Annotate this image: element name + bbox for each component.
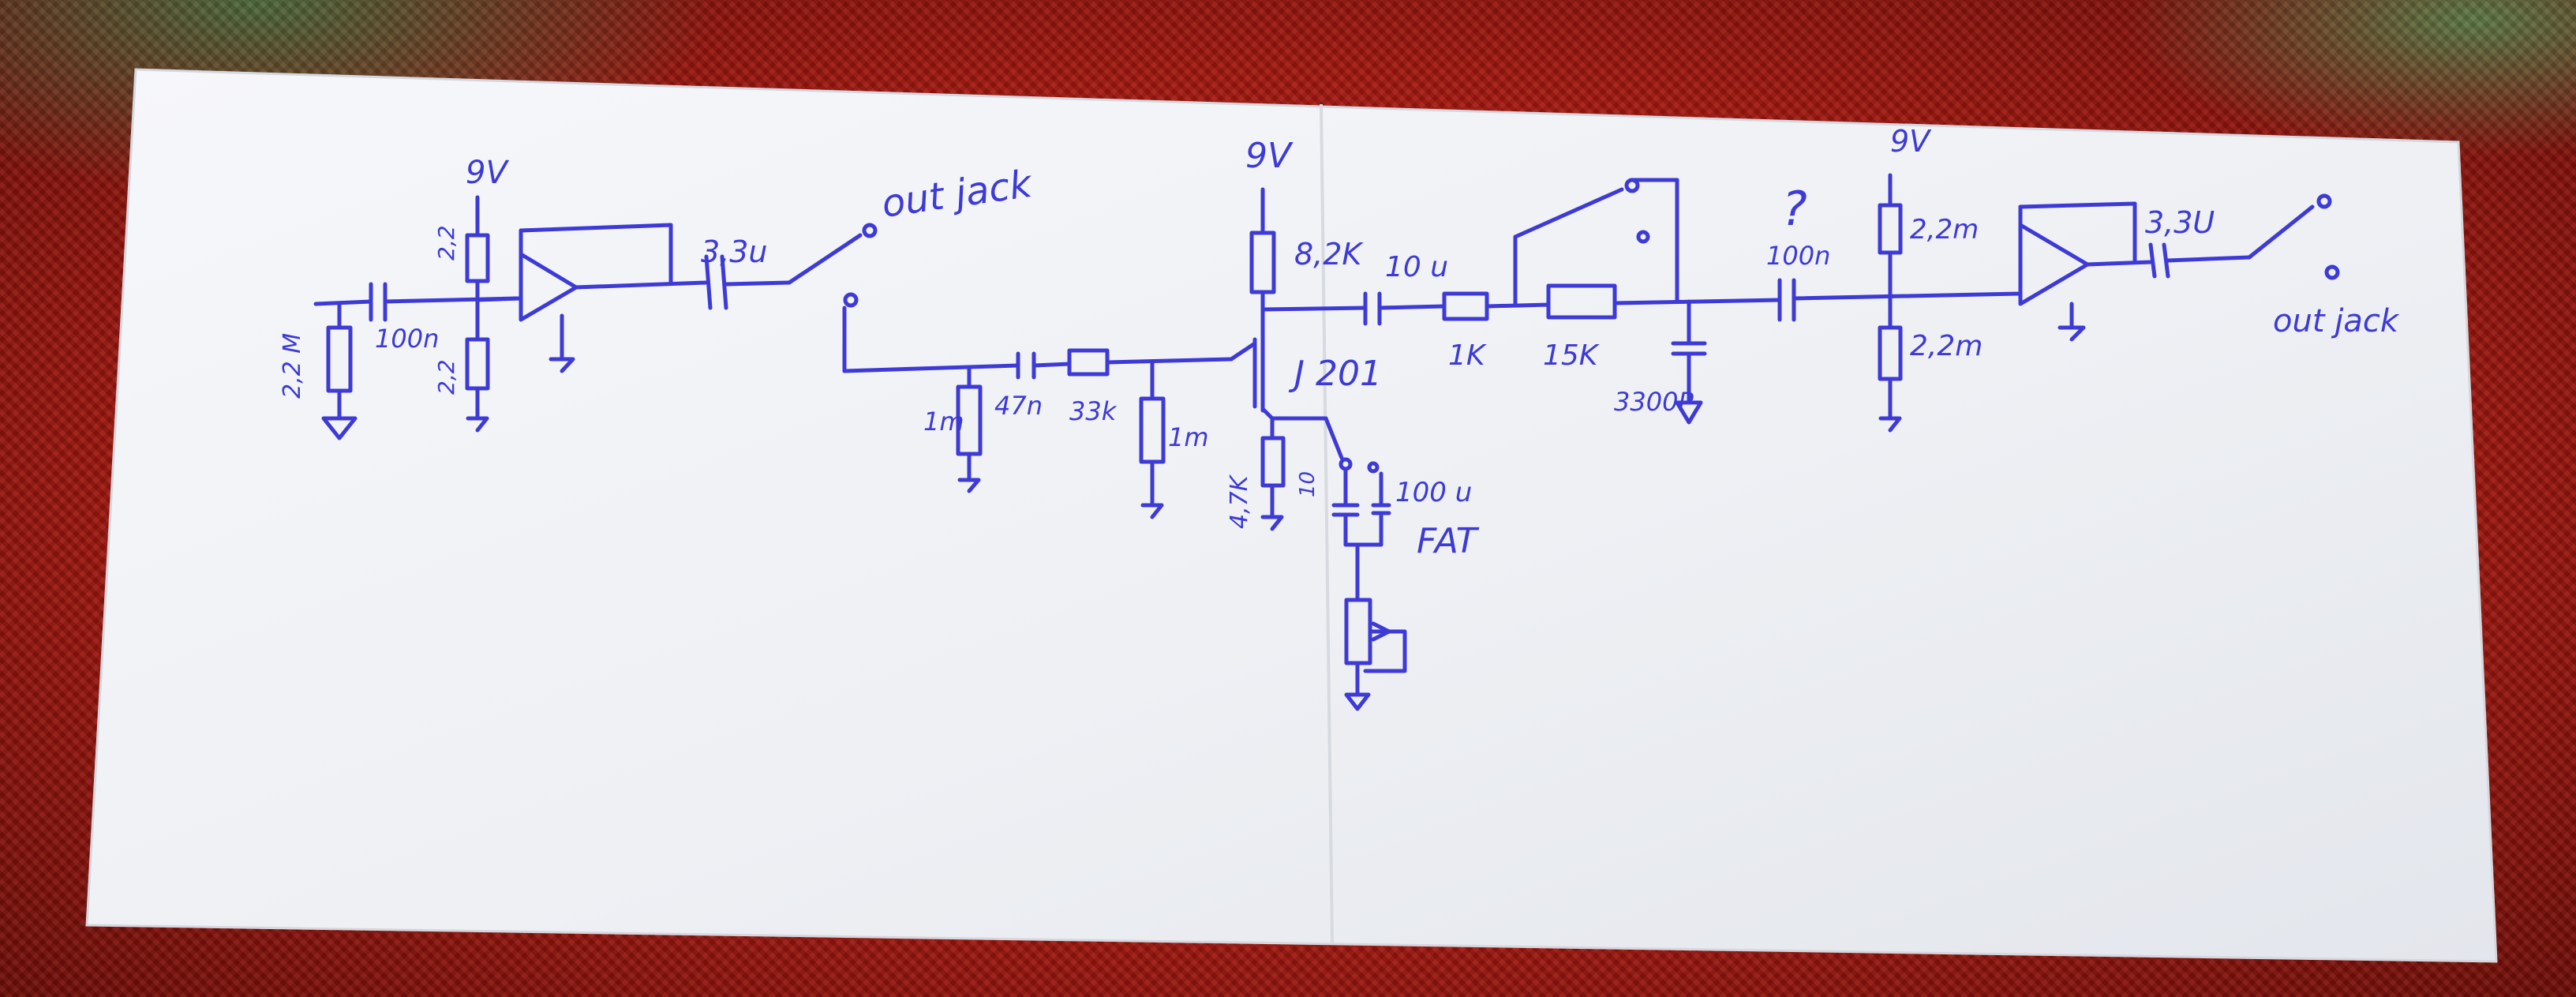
middle-input-resistor-label: 1m: [923, 407, 964, 437]
middle-input-cap-label: 47n: [994, 391, 1043, 421]
middle-supply-label: 9V: [1245, 136, 1294, 176]
left-buffer-circuit: [313, 195, 878, 440]
middle-jfet-stage: [842, 178, 1782, 711]
right-supply-label: 9V: [1890, 124, 1932, 159]
tone-cap-label: 3300P: [1614, 387, 1694, 417]
right-bias-top-label: 2,2m: [1910, 214, 1979, 246]
switch-label: 10: [1296, 471, 1320, 497]
tone-resistor-1-label: 1K: [1448, 339, 1487, 372]
left-bias-bottom-label: 2,2: [433, 359, 459, 395]
left-output-cap-label: 3,3u: [701, 234, 768, 269]
coupling-cap-label: 10 u: [1385, 251, 1448, 283]
source-resistor-label: 4,7K: [1226, 474, 1253, 529]
left-output-jack-contact: [843, 292, 859, 308]
right-bias-bottom-label: 2,2m: [1910, 330, 1983, 362]
series-resistor-label: 33k: [1069, 396, 1118, 426]
gate-resistor-label: 1m: [1168, 422, 1209, 452]
bypass-cap-label: 100 u: [1395, 477, 1472, 508]
drain-resistor-label: 8,2K: [1294, 237, 1364, 272]
tone-resistor-2-label: 15K: [1543, 339, 1600, 372]
question-mark: ?: [1782, 182, 1807, 237]
left-bias-top-label: 2,2: [433, 225, 459, 260]
right-output-cap-label: 3,3U: [2145, 205, 2215, 240]
paper-fold: [1320, 103, 1334, 944]
fat-label: FAT: [1417, 521, 1480, 561]
right-buffer-circuit: [1777, 173, 2340, 433]
right-out-jack-label: out jack: [2273, 303, 2400, 339]
left-input-resistor-label: 2,2 M: [279, 333, 306, 399]
transistor-label: J 201: [1288, 354, 1382, 394]
right-input-cap-label: 100n: [1766, 241, 1830, 271]
left-supply-label: 9V: [466, 155, 509, 191]
left-input-cap-label: 100n: [375, 324, 439, 354]
